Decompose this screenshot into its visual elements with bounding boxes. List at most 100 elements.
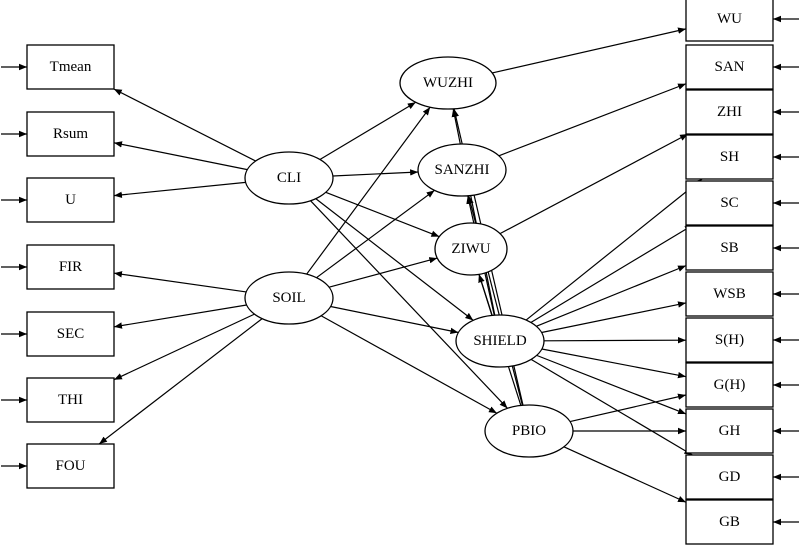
error-arrows-layer <box>1 15 799 526</box>
indicator-label-sc: SC <box>720 195 738 211</box>
indicator-label-thi: THI <box>58 392 83 408</box>
indicator-label-gb: GB <box>719 514 740 530</box>
indicator-g-h: G(H) <box>685 362 774 408</box>
edge-soil-to-wuzhi <box>306 106 431 275</box>
edge-cli-to-rsum <box>113 141 248 171</box>
indicator-wu: WU <box>685 0 774 42</box>
edges-layer <box>98 27 703 503</box>
indicator-label-san: SAN <box>714 59 744 75</box>
indicator-box-zhi <box>685 89 774 135</box>
indicator-thi: THI <box>26 377 115 423</box>
edge-soil-to-fir <box>113 271 247 293</box>
indicator-tmean: Tmean <box>26 44 115 90</box>
indicator-label-rsum: Rsum <box>53 126 88 142</box>
indicator-box-sb <box>685 225 774 271</box>
edge-shield-to-gh <box>536 354 687 415</box>
edge-shield-to-sb <box>536 265 687 327</box>
indicator-box-gd <box>685 454 774 500</box>
indicator-wsb: WSB <box>685 271 774 317</box>
indicator-gb: GB <box>685 499 774 545</box>
indicator-fir: FIR <box>26 244 115 290</box>
edge-shield-to-wsb <box>541 301 687 334</box>
latent-ellipse-soil <box>244 271 334 325</box>
indicator-s-h: S(H) <box>685 317 774 363</box>
indicator-box-gh <box>685 408 774 454</box>
edge-shield-to-sh <box>525 178 703 321</box>
indicator-box-thi <box>26 377 115 423</box>
indicator-san: SAN <box>685 44 774 90</box>
latent-ellipse-cli <box>244 151 334 205</box>
edge-cli-to-sanzhi <box>332 169 419 177</box>
latent-node-shield: SHIELD <box>455 314 545 368</box>
edge-soil-to-fou <box>98 318 263 445</box>
indicator-box-g-h <box>685 362 774 408</box>
indicator-box-fir <box>26 244 115 290</box>
edge-cli-to-u <box>113 181 246 199</box>
edge-cli-to-pbio <box>310 200 508 409</box>
latent-label-shield: SHIELD <box>473 333 526 349</box>
latent-ellipse-ziwu <box>434 222 508 276</box>
indicator-label-tmean: Tmean <box>50 59 92 75</box>
edge-soil-to-sanzhi <box>316 189 435 279</box>
indicator-sh: SH <box>685 134 774 180</box>
edge-wuzhi-to-wu <box>492 27 687 74</box>
indicator-gd: GD <box>685 454 774 500</box>
indicator-label-fou: FOU <box>55 458 85 474</box>
edge-shield-to-g-h <box>541 348 687 379</box>
indicator-label-sec: SEC <box>57 326 85 342</box>
indicator-box-wsb <box>685 271 774 317</box>
edge-pbio-to-gb <box>563 446 687 503</box>
latent-label-sanzhi: SANZHI <box>435 162 490 178</box>
latent-node-wuzhi: WUZHI <box>399 56 497 110</box>
indicator-label-gd: GD <box>719 469 741 485</box>
indicator-label-wsb: WSB <box>713 286 746 302</box>
indicator-box-fou <box>26 443 115 489</box>
indicator-box-u <box>26 177 115 223</box>
indicator-box-sh <box>685 134 774 180</box>
latent-node-soil: SOIL <box>244 271 334 325</box>
indicator-label-g-h: G(H) <box>714 377 746 393</box>
edge-shield-to-sc <box>530 224 694 323</box>
edge-cli-to-shield <box>315 198 474 321</box>
indicator-box-sec <box>26 311 115 357</box>
latent-label-wuzhi: WUZHI <box>423 75 473 91</box>
edge-cli-to-wuzhi <box>319 101 417 161</box>
indicator-box-rsum <box>26 111 115 157</box>
indicator-sc: SC <box>685 180 774 226</box>
latent-ellipse-sanzhi <box>417 143 507 197</box>
indicator-sb: SB <box>685 225 774 271</box>
edge-cli-to-ziwu <box>325 191 440 238</box>
indicator-box-s-h <box>685 317 774 363</box>
latent-ellipse-wuzhi <box>399 56 497 110</box>
indicator-label-gh: GH <box>719 423 741 439</box>
edge-shield-to-gd <box>530 358 693 456</box>
indicator-label-s-h: S(H) <box>715 332 744 348</box>
latent-label-ziwu: ZIWU <box>451 241 490 257</box>
latent-node-cli: CLI <box>244 151 334 205</box>
edge-pbio-to-g-h <box>569 393 687 423</box>
edge-soil-to-thi <box>113 313 255 381</box>
latent-ellipse-pbio <box>484 404 574 458</box>
nodes-layer: CLISOILWUZHISANZHIZIWUSHIELDPBIOTmeanRsu… <box>26 0 774 545</box>
edge-soil-to-pbio <box>320 315 498 414</box>
latent-ellipse-shield <box>455 314 545 368</box>
latent-label-cli: CLI <box>277 170 301 186</box>
edge-cli-to-tmean <box>113 88 256 162</box>
edge-shield-to-s-h <box>543 337 687 344</box>
indicator-u: U <box>26 177 115 223</box>
indicator-box-san <box>685 44 774 90</box>
indicator-label-wu: WU <box>717 11 742 27</box>
indicator-box-gb <box>685 499 774 545</box>
indicator-gh: GH <box>685 408 774 454</box>
edge-ziwu-to-zhi <box>499 133 689 235</box>
edge-soil-to-ziwu <box>328 257 438 288</box>
indicator-label-fir: FIR <box>59 259 82 275</box>
indicator-fou: FOU <box>26 443 115 489</box>
indicator-rsum: Rsum <box>26 111 115 157</box>
indicator-box-sc <box>685 180 774 226</box>
latent-node-sanzhi: SANZHI <box>417 143 507 197</box>
indicator-box-tmean <box>26 44 115 90</box>
latent-label-soil: SOIL <box>272 290 305 306</box>
indicator-label-zhi: ZHI <box>717 104 742 120</box>
